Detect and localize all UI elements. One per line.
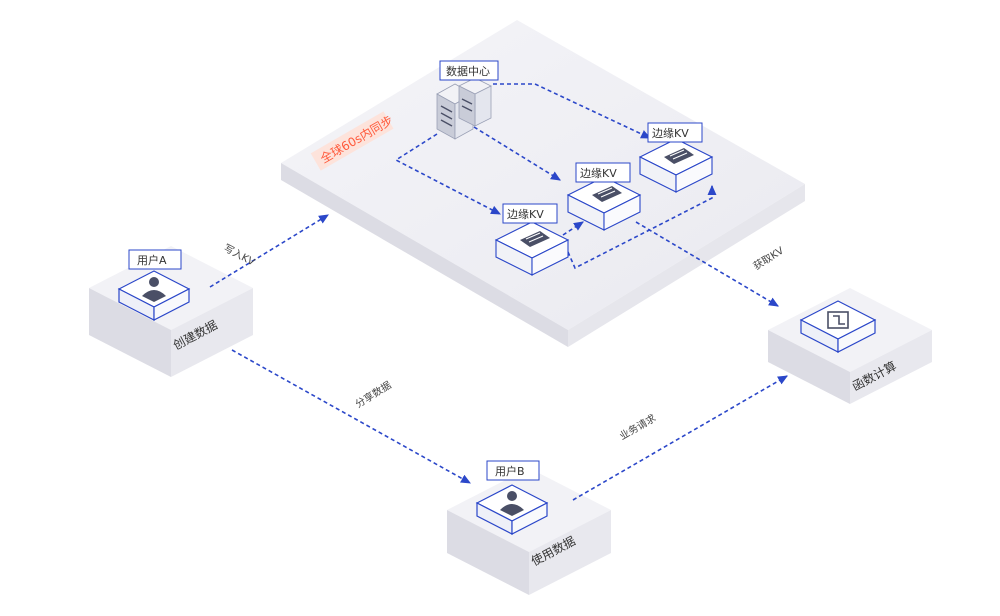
edge-kv-node: 边缘KV bbox=[566, 162, 642, 231]
user-b-block: 用户B 使用数据 bbox=[447, 460, 611, 595]
write-kv-arrow bbox=[209, 214, 329, 288]
sync-lines bbox=[394, 83, 717, 270]
share-data-arrow bbox=[231, 349, 471, 484]
get-kv-label: 获取KV bbox=[751, 245, 786, 273]
platform-side-left bbox=[281, 163, 568, 347]
datacenter-tag: 数据中心 bbox=[439, 60, 499, 81]
user-a-label: 用户A bbox=[137, 253, 167, 267]
edge-kv-label: 边缘KV bbox=[652, 127, 689, 140]
business-request-arrow bbox=[572, 375, 788, 501]
function-compute-block: 函数计算 bbox=[768, 288, 932, 404]
edge-kv-node: 边缘KV bbox=[494, 203, 570, 276]
business-request-label: 业务请求 bbox=[617, 411, 658, 442]
write-kv-label: 写入KV bbox=[222, 242, 257, 268]
user-icon bbox=[500, 491, 524, 516]
edge-kv-label: 边缘KV bbox=[507, 208, 544, 221]
edge-platform: 全球60s内同步 bbox=[281, 20, 805, 347]
user-icon bbox=[142, 277, 166, 302]
datacenter-label: 数据中心 bbox=[446, 64, 490, 78]
kv-storage-icon bbox=[520, 231, 550, 247]
platform-top bbox=[281, 20, 805, 330]
kv-storage-icon bbox=[592, 186, 622, 202]
edge-kv-label: 边缘KV bbox=[580, 167, 617, 180]
edge-kv-node: 边缘KV bbox=[638, 122, 714, 193]
share-data-label: 分享数据 bbox=[353, 378, 394, 410]
user-b-label: 用户B bbox=[495, 464, 525, 478]
kv-storage-icon bbox=[664, 148, 694, 164]
flow-arrows bbox=[209, 214, 788, 501]
datacenter-server bbox=[436, 77, 492, 140]
function-icon bbox=[827, 311, 849, 329]
user-a-block: 用户A 创建数据 bbox=[89, 246, 253, 377]
platform-side-right bbox=[568, 184, 805, 347]
